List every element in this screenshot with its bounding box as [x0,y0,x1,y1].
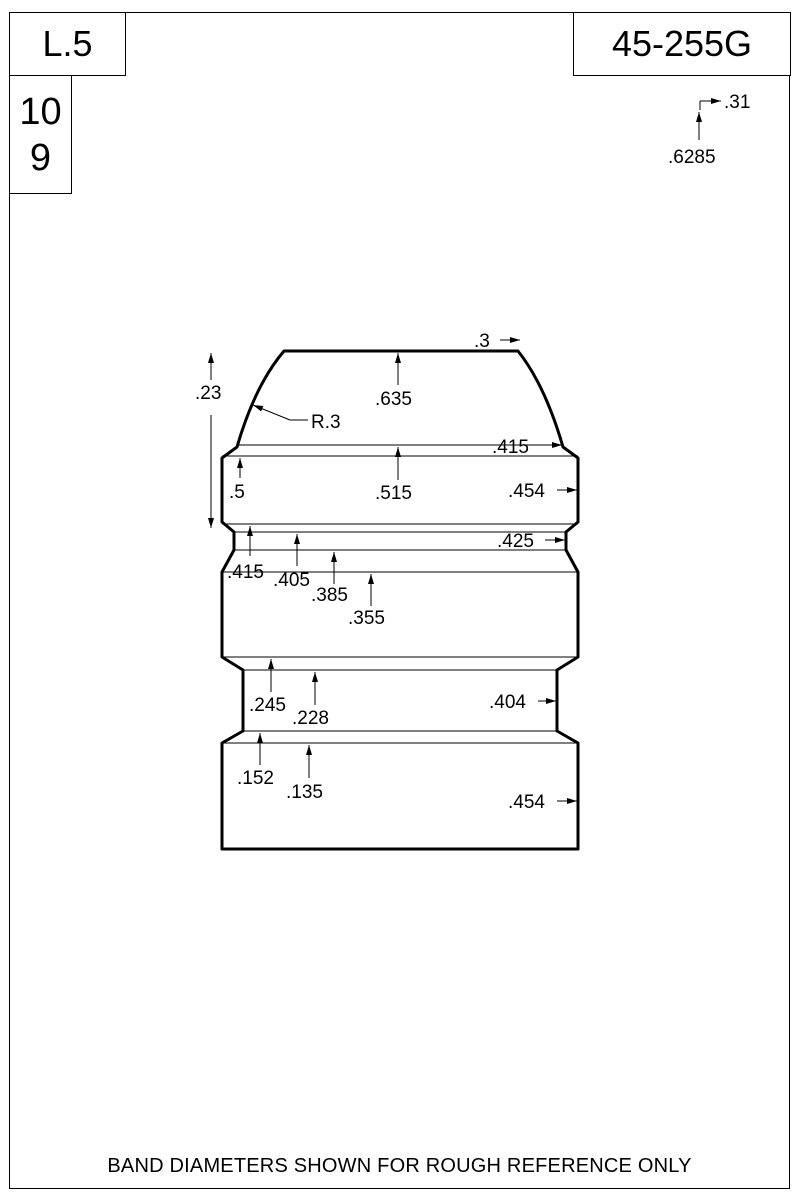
dim-base-a: .135 [286,782,323,803]
dim-groove2-dia: .404 [489,692,526,713]
dim-groove2-top: .245 [249,695,286,716]
drawing-border [9,12,790,1189]
mold-length-label: L.5 [42,23,93,64]
dim-base-dia: .454 [508,792,545,813]
dim-groove1-b: .385 [311,585,348,606]
dim-nose-radius: R.3 [311,412,341,433]
cavity-count-box: 10 9 [9,75,72,194]
dim-groove1-a: .405 [273,570,310,591]
bullet-outline [220,349,580,851]
dim-band1-pos: .515 [375,483,412,504]
gas-check-diameter: .6285 [668,147,716,168]
dim-nose-length: .635 [375,389,412,410]
reference-note: BAND DIAMETERS SHOWN FOR ROUGH REFERENCE… [107,1155,692,1177]
cavity-top: 10 [19,90,62,133]
dim-band1-length: .5 [229,482,245,503]
dim-base-top: .152 [237,768,274,789]
dimension-leaders [208,337,577,804]
dim-groove1-top: .415 [227,562,264,583]
dim-band1-top-dia: .415 [492,437,529,458]
gas-check-width: .31 [724,92,750,113]
dim-nose-flat: .3 [474,331,490,352]
dim-groove2-a: .228 [292,708,329,729]
part-number: 45-255G [611,23,753,64]
dim-band2-top: .355 [348,608,385,629]
dim-band1-dia: .454 [508,481,545,502]
cavity-bottom: 9 [29,136,52,179]
dim-groove1-dia: .425 [497,531,534,552]
dimension-labels: .3 .23 R.3 .635 .415 .5 .515 .454 .425 .… [195,331,545,813]
dim-nose-height: .23 [195,383,221,404]
gas-check-indicator: .31 .6285 [668,92,750,168]
part-number-box: 45-255G [573,12,791,76]
